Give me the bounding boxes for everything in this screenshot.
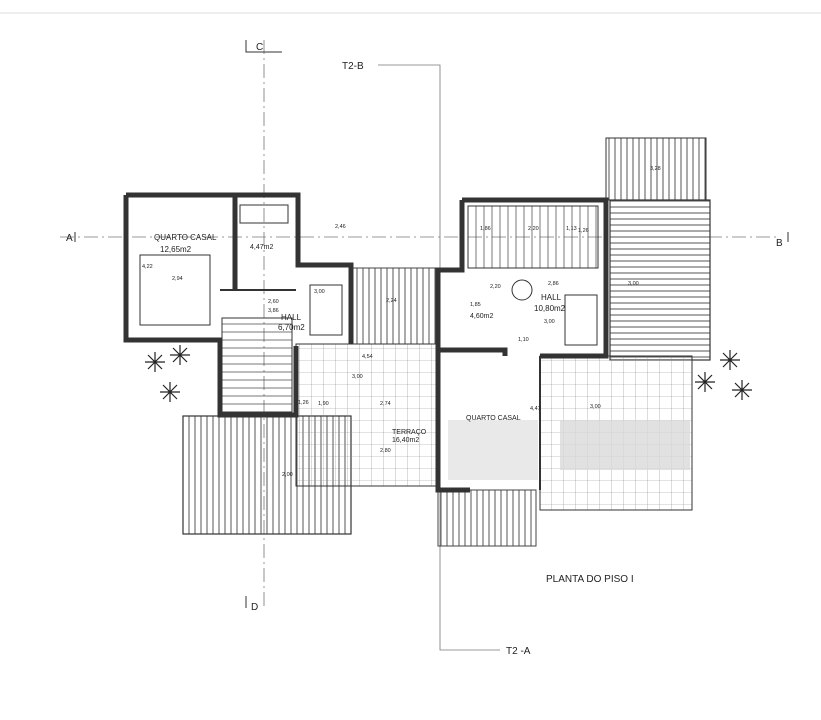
room-quarto-right-name: QUARTO CASAL — [466, 415, 521, 422]
dimension: 1,13 — [566, 226, 577, 232]
room-hall-right-name: HALL — [541, 293, 562, 302]
room-terraco-name: TERRAÇO — [392, 429, 427, 436]
right-table — [511, 279, 533, 301]
dimension: 3,00 — [544, 319, 555, 325]
dimension: 1,10 — [518, 337, 529, 343]
dimension: 4,47 — [530, 406, 541, 412]
room-hall-left-area: 6,70m2 — [278, 323, 305, 332]
pergola-center — [351, 267, 439, 345]
marker-a: A — [66, 233, 73, 244]
pergola-bottom-center — [437, 489, 537, 547]
dimension: 4,54 — [362, 354, 373, 360]
room-terraco-area: 16,40m2 — [392, 437, 419, 444]
dimension: 2,60 — [268, 299, 279, 305]
dimension: 2,80 — [380, 448, 391, 454]
left-unit-walls — [123, 192, 354, 418]
right-stairs — [467, 205, 599, 269]
right-unit-walls — [435, 197, 609, 493]
marker-b: B — [776, 238, 783, 249]
dimension: 2,94 — [172, 276, 183, 282]
dimension: 1,85 — [470, 302, 481, 308]
marker-t2b: T2-B — [342, 61, 364, 72]
left-bath-tub — [239, 204, 289, 224]
dimension: 3,00 — [314, 289, 325, 295]
dimension: 2,20 — [490, 284, 501, 290]
room-hall-left-name: HALL — [281, 313, 302, 322]
room-wc-right-area: 4,60m2 — [470, 313, 493, 320]
deck-right — [609, 199, 711, 361]
dimension: 1,86 — [480, 226, 491, 232]
left-bed — [139, 254, 211, 326]
dimension: 1,26 — [578, 228, 589, 234]
right-bedroom-glass — [448, 420, 538, 480]
room-hall-right-area: 10,80m2 — [534, 304, 566, 313]
pergola-top-right — [605, 137, 707, 201]
dimension: 2,00 — [282, 472, 293, 478]
dimension: 3,86 — [268, 308, 279, 314]
room-quarto-left-area: 12,65m2 — [160, 245, 192, 254]
left-stairs — [221, 317, 293, 413]
shaded-area — [560, 420, 690, 470]
dimension-labels: 2,94 4,22 2,46 2,24 3,86 3,00 2,60 1,26 … — [142, 166, 661, 478]
dimension: 3,00 — [628, 281, 639, 287]
dimension: 2,86 — [548, 281, 559, 287]
marker-c: C — [256, 42, 263, 53]
dimension: 2,20 — [528, 226, 539, 232]
terrace-left-tiles — [295, 343, 439, 487]
dimension: 1,90 — [318, 401, 329, 407]
tree-icons — [145, 345, 752, 402]
drawing-title: PLANTA DO PISO I — [546, 574, 634, 585]
left-sofa — [309, 284, 343, 336]
room-quarto-left-name: QUARTO CASAL — [154, 233, 217, 242]
right-sofa — [564, 294, 598, 346]
section-marker-brackets — [74, 40, 789, 608]
marker-d: D — [251, 602, 258, 613]
marker-t2a: T2 -A — [506, 646, 531, 657]
room-wc-left-area: 4,47m2 — [250, 244, 273, 251]
dimension: 3,28 — [650, 166, 661, 172]
dimension: 3,00 — [590, 404, 601, 410]
dimension: 2,74 — [380, 401, 391, 407]
dimension: 2,24 — [386, 298, 397, 304]
dimension: 4,22 — [142, 264, 153, 270]
dimension: 3,00 — [352, 374, 363, 380]
dimension: 1,26 — [298, 400, 309, 406]
dimension: 2,46 — [335, 224, 346, 230]
